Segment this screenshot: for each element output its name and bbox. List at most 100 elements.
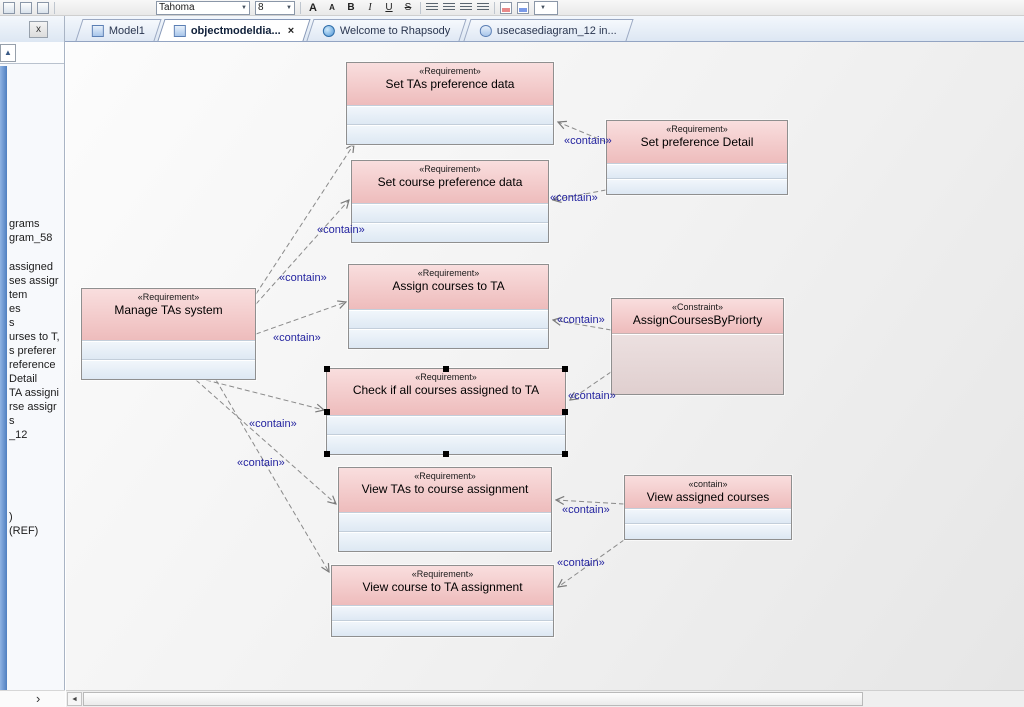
contain-label[interactable]: «contain» [279, 272, 327, 284]
box-name: AssignCoursesByPriorty [632, 313, 763, 327]
tab-welcome[interactable]: Welcome to Rhapsody [306, 19, 468, 41]
underline-button[interactable]: U [385, 2, 393, 13]
requirement-box-view-tas-to-course-assignment[interactable]: «Requirement» View TAs to course assignm… [338, 467, 552, 552]
align-justify-icon[interactable] [477, 3, 489, 12]
tree-item[interactable]: TA assigni [9, 387, 59, 399]
tab-usecasediagram[interactable]: usecasediagram_12 in... [463, 19, 634, 41]
tab-objectmodeldiagram[interactable]: objectmodeldia... × [157, 19, 311, 41]
box-compartment [327, 416, 565, 435]
selection-handle[interactable] [562, 408, 568, 415]
tree-item[interactable]: assigned [9, 261, 54, 273]
strikethrough-button[interactable]: S [404, 2, 412, 13]
contain-label[interactable]: «contain» [557, 557, 605, 569]
scroll-left-arrow[interactable]: ◄ [67, 692, 82, 706]
tree-item[interactable]: tem [9, 289, 28, 301]
shapes-dropdown[interactable]: ▼ [534, 0, 558, 15]
tree-item[interactable]: reference [9, 359, 56, 371]
horizontal-scrollbar[interactable]: ◄ [66, 690, 1024, 707]
panel-close-button[interactable]: x [29, 21, 48, 38]
model-tree: grams gram_58 assigned ses assigr tem es… [9, 217, 64, 538]
selection-handle[interactable] [324, 408, 330, 415]
selection-handle[interactable] [324, 366, 330, 372]
selection-handle[interactable] [562, 451, 568, 457]
tree-item[interactable]: ) [9, 511, 13, 523]
requirement-box-check-if-all-courses-assigned[interactable]: «Requirement» Check if all courses assig… [324, 366, 568, 457]
fill-color-icon[interactable] [500, 1, 512, 14]
box-compartment [607, 179, 787, 194]
requirement-box-set-preference-detail[interactable]: «Requirement» Set preference Detail [606, 120, 788, 195]
tab-close-icon[interactable]: × [287, 24, 295, 37]
hscroll-thumb[interactable] [83, 692, 863, 706]
diagram-canvas[interactable]: «Requirement» Set TAs preference data «R… [66, 42, 1024, 690]
contain-label[interactable]: «contain» [237, 457, 285, 469]
font-family-select[interactable]: Tahoma ▼ [156, 0, 250, 15]
tree-item[interactable]: s preferer [9, 345, 57, 357]
contain-label[interactable]: «contain» [564, 135, 612, 147]
tab-model1[interactable]: Model1 [75, 19, 162, 41]
contain-label[interactable]: «contain» [562, 504, 610, 516]
contain-dependency-line[interactable] [205, 379, 324, 410]
tree-item[interactable]: _12 [9, 429, 28, 441]
tree-item[interactable]: rse assigr [9, 401, 57, 413]
selection-handle[interactable] [443, 451, 449, 457]
layout-icon[interactable] [37, 1, 49, 14]
requirement-box-assign-courses-to-ta[interactable]: «Requirement» Assign courses to TA [348, 264, 549, 349]
selection-handle[interactable] [324, 451, 330, 457]
box-stereotype: «contain» [688, 479, 728, 489]
contain-label[interactable]: «contain» [568, 390, 616, 402]
contain-dependency-line[interactable] [558, 122, 607, 143]
toolbar-separator [494, 1, 495, 14]
requirement-box-set-tas-preference-data[interactable]: «Requirement» Set TAs preference data [346, 62, 554, 145]
line-color-icon[interactable] [517, 1, 529, 14]
contain-label[interactable]: «contain» [557, 314, 605, 326]
contain-dependency-line[interactable] [558, 539, 625, 587]
selection-handle[interactable] [443, 366, 449, 372]
tree-item[interactable]: s [9, 317, 15, 329]
contain-label[interactable]: «contain» [550, 192, 598, 204]
tree-item[interactable]: es [9, 303, 21, 315]
align-center-icon[interactable] [443, 3, 455, 12]
font-size-select[interactable]: 8 ▼ [255, 0, 295, 15]
tree-item[interactable]: gram_58 [9, 232, 53, 244]
tree-item[interactable]: ses assigr [9, 275, 59, 287]
selection-handle[interactable] [562, 366, 568, 372]
contain-label[interactable]: «contain» [273, 332, 321, 344]
tree-item[interactable]: grams [9, 218, 40, 230]
contain-label[interactable]: «contain» [249, 418, 297, 430]
tree-item[interactable]: (REF) [9, 525, 39, 537]
contain-dependency-line[interactable] [556, 500, 625, 504]
align-left-icon[interactable] [426, 3, 438, 12]
requirement-box-manage-tas-system[interactable]: «Requirement» Manage TAs system [81, 288, 256, 380]
align-right-icon[interactable] [460, 3, 472, 12]
toolbar-separator [300, 1, 301, 14]
requirement-box-view-assigned-courses[interactable]: «contain» View assigned courses [624, 475, 792, 540]
up-arrow-button[interactable]: ▲ [0, 44, 16, 62]
stamp-mode-icon[interactable] [3, 1, 15, 14]
constraint-box-assigncoursesbypriorty[interactable]: «Constraint» AssignCoursesByPriorty [611, 298, 784, 395]
box-header: «Requirement» Check if all courses assig… [327, 369, 565, 416]
tree-item[interactable]: urses to T, [9, 331, 60, 343]
contain-dependency-line[interactable] [255, 302, 346, 335]
grow-font-button[interactable]: A [309, 1, 317, 14]
contain-dependency-line[interactable] [553, 320, 612, 331]
chevron-right-icon[interactable]: › [36, 691, 41, 706]
tree-item[interactable]: Detail [9, 373, 38, 385]
format-painter-icon[interactable] [20, 1, 32, 14]
vertical-scrollbar[interactable] [0, 66, 7, 690]
box-stereotype: «Requirement» [415, 372, 477, 382]
shrink-font-button[interactable]: A [329, 3, 335, 12]
contain-dependency-line[interactable] [570, 371, 612, 400]
contain-label[interactable]: «contain» [317, 224, 365, 236]
contain-dependency-line[interactable] [215, 379, 329, 572]
bold-button[interactable]: B [347, 2, 355, 13]
requirement-box-set-course-preference-data[interactable]: «Requirement» Set course preference data [351, 160, 549, 243]
contain-dependency-line[interactable] [255, 200, 349, 305]
contain-dependency-line[interactable] [255, 144, 354, 295]
box-name: Set course preference data [377, 175, 523, 189]
contain-dependency-line[interactable] [195, 379, 336, 504]
box-compartment [352, 204, 548, 223]
tree-item[interactable]: s [9, 415, 15, 427]
requirement-box-view-course-to-ta-assignment[interactable]: «Requirement» View course to TA assignme… [331, 565, 554, 637]
italic-button[interactable]: I [368, 2, 372, 13]
contain-dependency-line[interactable] [553, 189, 607, 200]
